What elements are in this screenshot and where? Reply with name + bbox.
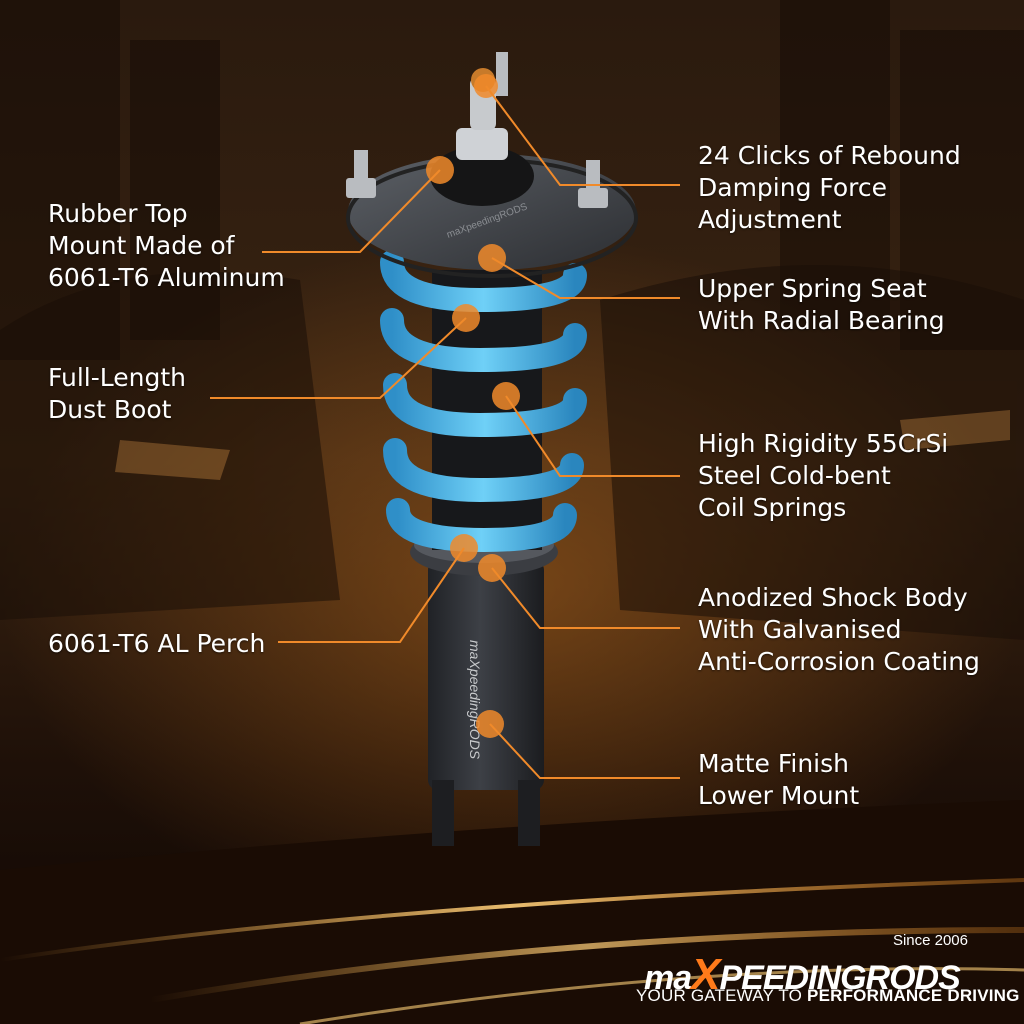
lower-mount-bracket xyxy=(432,780,454,846)
callout-coil-springs: High Rigidity 55CrSi Steel Cold-bent Coi… xyxy=(698,428,948,524)
car-right xyxy=(600,265,1024,640)
callout-line-2: Steel Cold-bent xyxy=(698,461,891,490)
coil-spring xyxy=(380,250,587,553)
callout-lines xyxy=(210,85,680,779)
callout-line-1: High Rigidity 55CrSi xyxy=(698,429,949,458)
callout-spring-seat: Upper Spring Seat With Radial Bearing xyxy=(698,273,945,337)
brand-x: X xyxy=(691,950,720,999)
car-left xyxy=(0,271,340,620)
callout-line-1: Full-Length xyxy=(48,363,187,392)
tagline-normal: YOUR GATEWAY TO xyxy=(636,986,803,1005)
brand-prefix: ma xyxy=(644,959,692,997)
callout-lower-mount: Matte Finish Lower Mount xyxy=(698,748,859,812)
callout-dots xyxy=(426,74,520,738)
callout-dust-boot: Full-Length Dust Boot xyxy=(48,362,186,426)
top-mount-plate xyxy=(348,154,636,270)
brand-suffix: PEEDINGRODS xyxy=(719,959,961,997)
mounting-studs xyxy=(346,52,608,208)
callout-line-2: With Galvanised xyxy=(698,615,902,644)
top-nut xyxy=(456,128,508,160)
callout-line-1: Anodized Shock Body xyxy=(698,583,968,612)
callout-line-3: Coil Springs xyxy=(698,493,847,522)
callout-perch: 6061-T6 AL Perch xyxy=(48,628,265,660)
callout-line-2: Dust Boot xyxy=(48,395,172,424)
callout-line-2: Lower Mount xyxy=(698,781,860,810)
callout-line-2: Damping Force xyxy=(698,173,888,202)
rubber-top-mount xyxy=(430,146,534,206)
brand-tagline: YOUR GATEWAY TO PERFORMANCE DRIVING xyxy=(636,986,1020,1006)
brand-logo: maXPEEDINGRODS xyxy=(644,950,961,1000)
shock-body-logo: maXpeedingRODS xyxy=(467,640,483,760)
callout-line-1: Matte Finish xyxy=(698,749,849,778)
callout-rebound: 24 Clicks of Rebound Damping Force Adjus… xyxy=(698,140,961,236)
callout-line-3: Anti-Corrosion Coating xyxy=(698,647,980,676)
coilover-assembly: maXpeedingRODS maXpeedingRODS xyxy=(346,52,638,846)
callout-top-mount: Rubber Top Mount Made of 6061-T6 Aluminu… xyxy=(48,198,285,294)
callout-line-3: Adjustment xyxy=(698,205,842,234)
dust-boot xyxy=(432,270,542,550)
brand-since: Since 2006 xyxy=(892,932,968,949)
callout-line-2: With Radial Bearing xyxy=(698,306,945,335)
callout-line-1: 24 Clicks of Rebound xyxy=(698,141,961,170)
callout-line-1: Rubber Top xyxy=(48,199,188,228)
callout-line-1: Upper Spring Seat xyxy=(698,274,927,303)
road-light-streaks xyxy=(0,800,1024,1024)
callout-line-2: Mount Made of xyxy=(48,231,235,260)
tagline-bold: PERFORMANCE DRIVING xyxy=(807,986,1020,1005)
callout-line-1: 6061-T6 AL Perch xyxy=(48,629,266,658)
callout-line-3: 6061-T6 Aluminum xyxy=(48,263,285,292)
callout-shock-body: Anodized Shock Body With Galvanised Anti… xyxy=(698,582,980,678)
shock-body xyxy=(428,560,544,790)
